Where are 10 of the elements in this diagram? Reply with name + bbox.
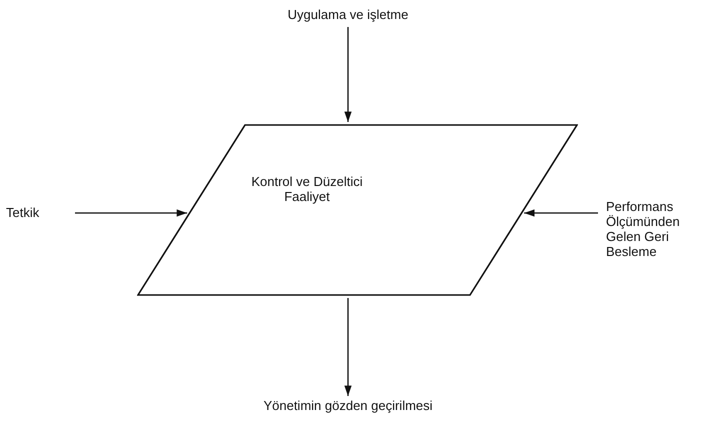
arrow (344, 298, 352, 396)
label-text: Performans Ölçümünden Gelen Geri Besleme (606, 199, 681, 259)
arrow (524, 209, 598, 217)
label-text: Uygulama ve işletme (286, 7, 410, 22)
label-text: Kontrol ve Düzeltici Faaliyet (250, 174, 364, 204)
arrow (344, 27, 352, 122)
parallelogram-box (137, 124, 578, 296)
arrow (75, 209, 188, 217)
label-text: Tetkik (6, 205, 40, 220)
label-text: Yönetimin gözden geçirilmesi (262, 398, 434, 413)
